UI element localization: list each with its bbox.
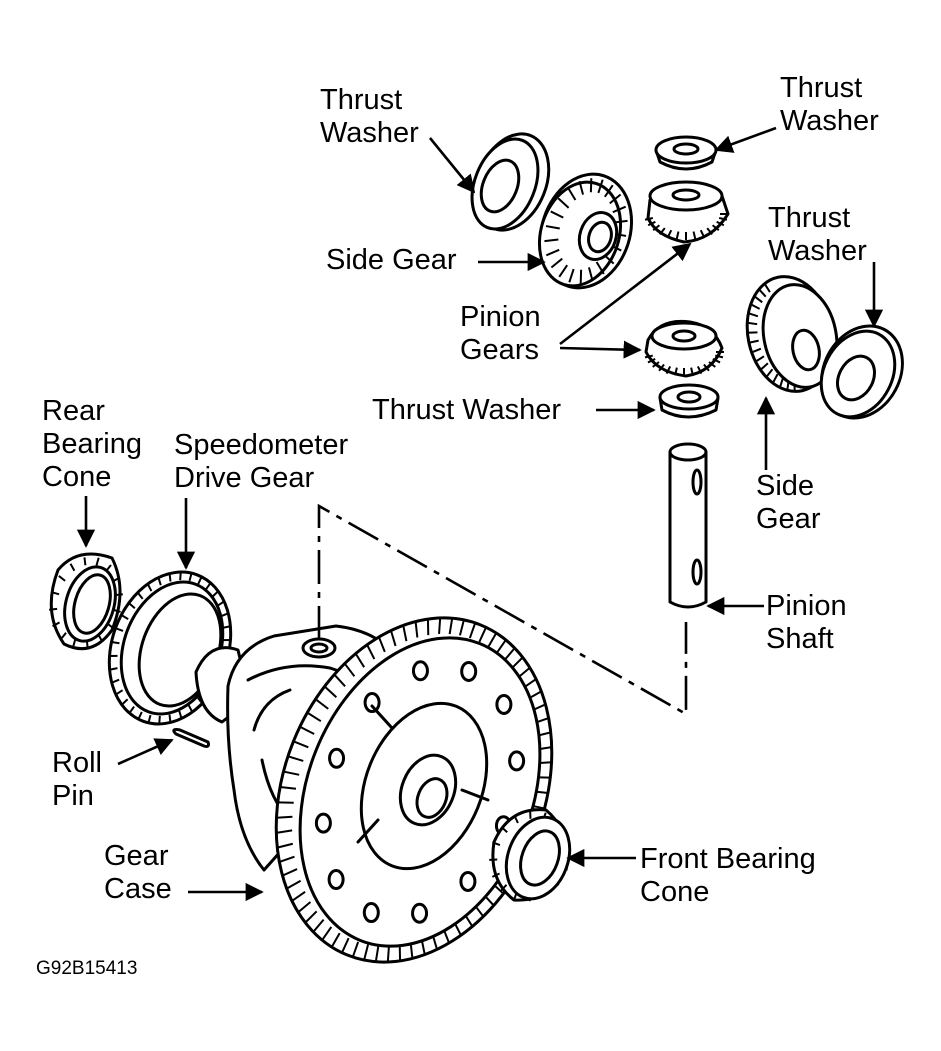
bolt-hole (362, 902, 380, 924)
thrust-washer-lower-label: Thrust Washer (372, 394, 562, 426)
figure-code: G92B15413 (36, 958, 138, 979)
gear-case-label: Gear Case (104, 840, 172, 905)
bolt-hole (508, 750, 526, 772)
bolt-hole (363, 692, 381, 714)
pinion-gear-lower-part (644, 319, 724, 378)
thrust-washer-top-part (654, 135, 718, 171)
side-gear-right-part (745, 275, 839, 393)
thrust-washer-top-right-label: Thrust Washer (780, 72, 879, 137)
bolt-hole (327, 869, 345, 891)
pinion-shaft-label: Pinion Shaft (766, 590, 847, 655)
thrust-washer-right-label: Thrust Washer (768, 202, 867, 267)
assembly-centerline (317, 503, 688, 717)
roll-pin-label: Roll Pin (52, 747, 102, 812)
thrust-washer-left-part (470, 132, 551, 232)
front-bearing-cone-part (489, 808, 572, 902)
speedometer-drive-gear-label: Speedometer Drive Gear (174, 429, 349, 494)
thrust-washer-left-label: Thrust Washer (320, 84, 419, 149)
pinion-shaft-part (668, 442, 708, 609)
pinion-gear-upper-part (644, 180, 730, 244)
bolt-hole (328, 747, 346, 769)
front-bearing-cone-label: Front Bearing Cone (640, 843, 816, 908)
side-gear-right-label: Side Gear (756, 470, 821, 535)
bolt-hole (411, 902, 429, 924)
bolt-hole (411, 660, 429, 682)
bolt-hole (460, 660, 478, 682)
thrust-washer-right-part (819, 324, 904, 420)
bolt-hole (314, 812, 332, 834)
side-gear-left-part (537, 172, 634, 290)
gear-case-part (172, 616, 554, 964)
side-gear-left-label: Side Gear (326, 244, 457, 276)
pinion-gears-label: Pinion Gears (460, 301, 541, 366)
bolt-hole (495, 693, 513, 715)
rear-bearing-cone-label: Rear Bearing Cone (42, 395, 142, 493)
rear-bearing-cone-part (49, 552, 123, 651)
thrust-washer-lower-part (658, 383, 720, 419)
leader-lines (76, 126, 884, 902)
bolt-hole (459, 870, 477, 892)
